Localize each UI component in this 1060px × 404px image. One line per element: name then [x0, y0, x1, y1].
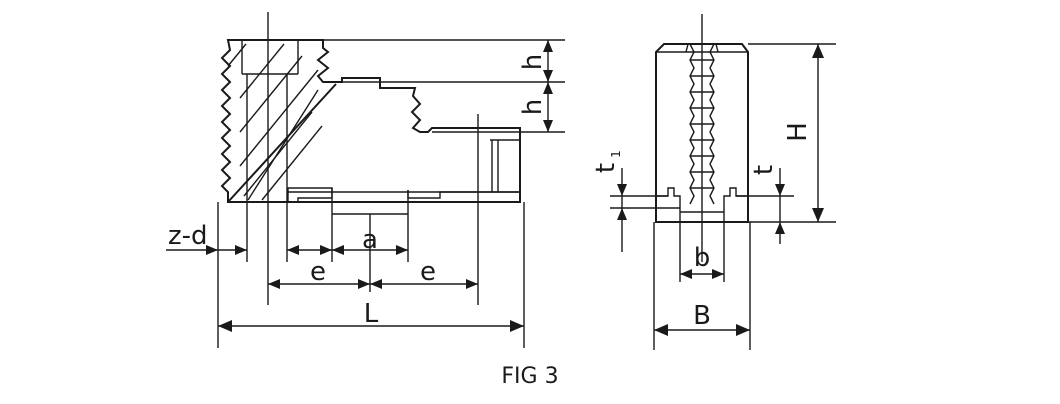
label-b: b: [694, 243, 711, 273]
label-t1: t: [591, 163, 621, 173]
side-view: h h z-d a e e L: [166, 12, 565, 348]
end-view-thread-ticks: [690, 59, 714, 189]
label-a: a: [362, 225, 378, 255]
label-e-right: e: [420, 257, 436, 287]
label-e-left: e: [310, 257, 326, 287]
label-t: t: [749, 165, 779, 175]
label-t1-subscript: 1: [609, 150, 623, 158]
label-B: B: [693, 301, 711, 331]
figure-caption: FIG 3: [501, 364, 559, 389]
side-view-hatching: [227, 43, 323, 201]
label-H: H: [783, 122, 813, 142]
label-z-d: z-d: [168, 221, 208, 251]
label-h-mid: h: [518, 99, 548, 115]
end-view: H t 1 t b B: [591, 14, 836, 350]
label-L: L: [364, 299, 379, 329]
label-h-top: h: [518, 54, 548, 70]
